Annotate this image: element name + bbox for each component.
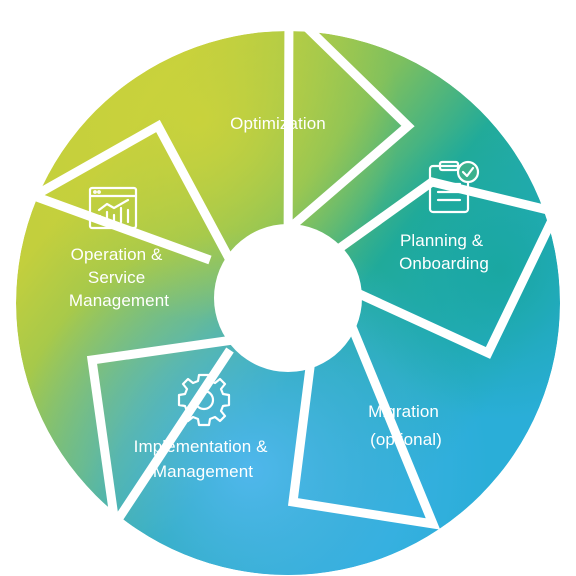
stage-label-line: (optional) (370, 430, 442, 449)
separator-optimization (283, 0, 415, 259)
stage-label-line: Implementation & (134, 437, 268, 456)
stage-label-line: Onboarding (399, 254, 489, 273)
stage-label-planning: Planning & Onboarding (399, 231, 489, 273)
stage-label-line: Service (88, 268, 145, 287)
stage-label-operation: Operation & Service Management (69, 245, 169, 310)
separator-planning (316, 177, 563, 359)
separator-migration (287, 319, 441, 530)
chart-window-icon (88, 186, 138, 230)
stage-label-line: Migration (368, 402, 439, 421)
stage-label-line: Management (69, 291, 169, 310)
stage-label-line: Optimization (230, 114, 326, 133)
gear-icon (177, 373, 231, 427)
stage-label-line: Management (153, 462, 253, 481)
stage-label-migration: Migration (optional) (368, 402, 444, 449)
stage-label-line: Operation & (71, 245, 163, 264)
clipboard-check-icon (428, 160, 480, 214)
stage-label-implementation: Implementation & Management (134, 437, 273, 481)
separator-implementation (86, 332, 255, 537)
stage-label-line: Planning & (400, 231, 484, 250)
center-hub (214, 224, 362, 372)
stage-label-optimization: Optimization (230, 114, 326, 133)
